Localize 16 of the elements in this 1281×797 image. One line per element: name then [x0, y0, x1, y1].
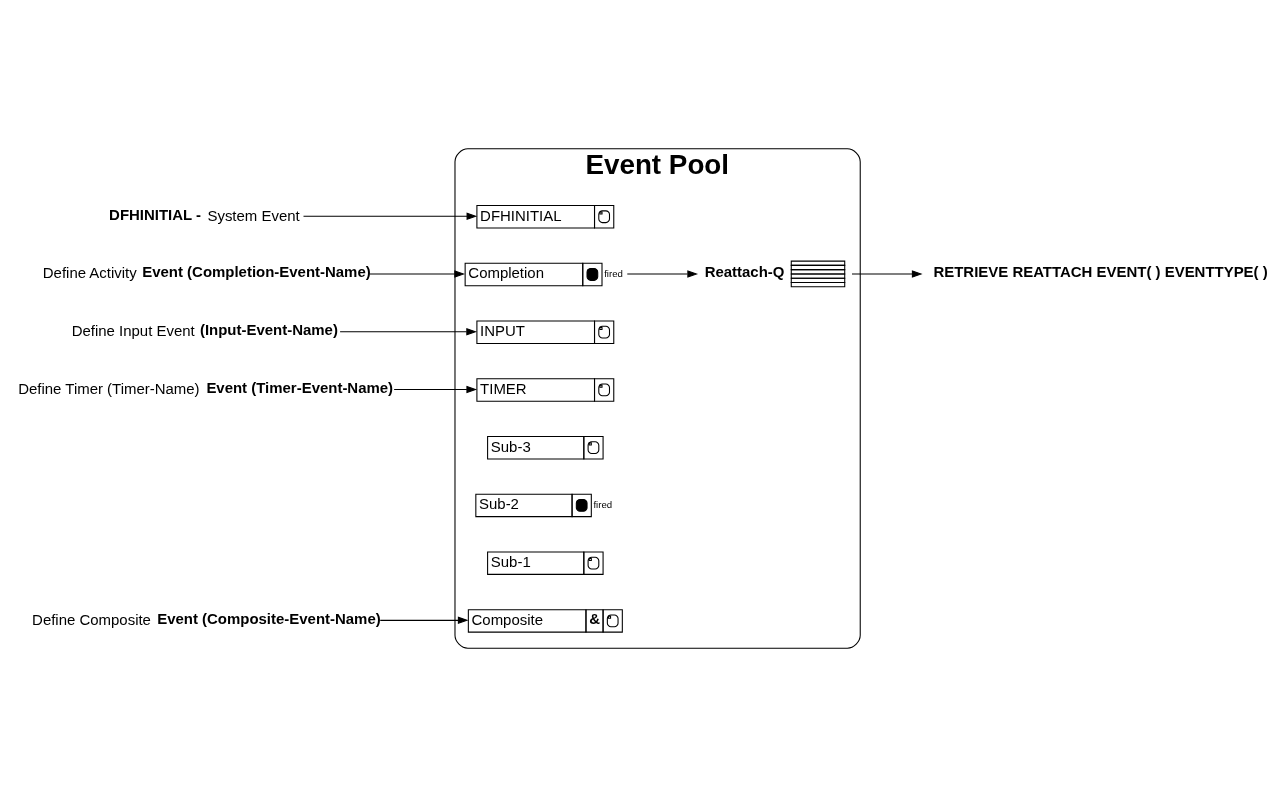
node-text: DFHINITIAL - System Event	[109, 205, 300, 224]
arrow	[339, 327, 477, 336]
node-text: Define Activity Event (Completion-Event-Name)	[42, 263, 371, 282]
arrow	[369, 270, 466, 278]
arrow	[302, 212, 478, 220]
node-label: fired	[593, 498, 613, 510]
node-text: RETRIEVE REATTACH EVENT( ) EVENTTYPE( )	[933, 263, 1268, 281]
node-label: fired	[604, 267, 623, 279]
node-text: Define Input Event (Input-Event-Name)	[71, 321, 338, 340]
arrow	[626, 270, 699, 278]
arrow	[393, 385, 478, 394]
node-text: Define Composite Event (Composite-Event-Name)	[32, 609, 381, 628]
arrow	[379, 616, 469, 625]
node-text: Define Timer (Timer-Name) Event (Timer-Event-Name)	[18, 378, 394, 397]
arrow	[851, 270, 923, 278]
node-label: Reattach-Q	[704, 262, 785, 280]
